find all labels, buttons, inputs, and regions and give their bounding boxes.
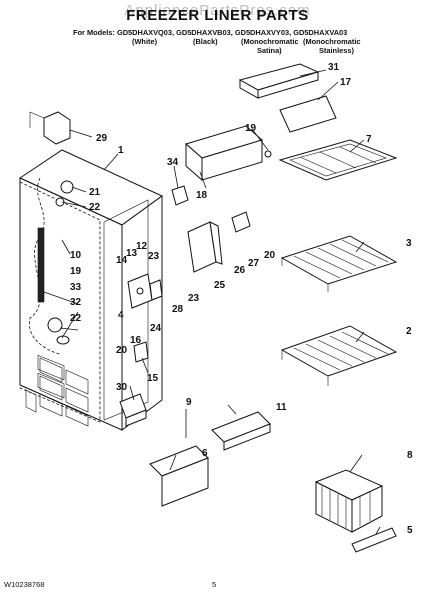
support-6 [149,445,209,507]
callout-16: 16 [130,335,142,346]
shelf-7 [278,139,398,181]
model-4: GD5DHAXVA03 [293,28,348,37]
thermostat-12 [127,273,153,309]
callout-33: 33 [70,282,82,293]
callout-24: 24 [150,323,162,334]
model-2: GD5DHAXVB03, [176,28,233,37]
callout-29: 29 [96,133,108,144]
callout-6: 6 [202,448,208,459]
support-11 [211,411,271,451]
callout-2: 2 [406,326,412,337]
callout-12: 12 [136,241,148,252]
switch-26 [231,211,251,233]
bulb-22-top [55,197,65,207]
basket-8 [314,469,384,533]
fan-motor-bracket-29 [29,111,71,145]
callout-9: 9 [186,397,192,408]
callout-19-top: 19 [245,123,257,134]
callout-3: 3 [406,238,412,249]
watermark: AppliancePartsPros.com [124,2,311,19]
callout-19-mid: 19 [70,266,82,277]
bulb-22-bottom [56,335,70,345]
callout-18: 18 [196,190,208,201]
page-number: 5 [212,580,217,589]
callout-21: 21 [89,187,101,198]
clip-34 [171,185,189,206]
models-prefix: For Models: [73,28,115,37]
control-bracket-25 [187,221,223,273]
callout-5: 5 [407,525,413,536]
lens-17 [279,95,337,133]
trim-5 [351,527,397,553]
callout-1: 1 [118,145,124,156]
light-socket-21 [60,180,74,194]
page-title: FREEZER LINER PARTS [126,7,309,24]
callout-10: 10 [70,250,82,261]
model-3: GD5DHAXVY03, [234,28,292,37]
variant-black: (Black) [193,37,218,46]
shelf-3 [280,235,398,292]
callout-13: 13 [126,248,138,259]
callout-27: 27 [248,258,260,269]
variant-satina-line2: Satina) [257,46,282,55]
freezer-liner-part-1 [18,149,163,431]
callout-22-top: 22 [89,202,101,213]
leader-lines [43,69,381,535]
model-1: GD5DHAXVQ03, [116,28,175,37]
model-list: For Models: GD5DHAXVQ03, GD5DHAXVB03, GD… [73,28,347,37]
callout-8: 8 [407,450,413,461]
callout-20-right: 20 [264,250,276,261]
heater-strip-33 [37,227,45,303]
callout-23-top: 23 [148,251,160,262]
knob-24 [149,279,163,301]
variant-mono-satina: (Monochromatic [241,37,299,46]
callout-15: 15 [147,373,159,384]
shelf-2 [280,325,398,386]
bracket-15 [133,341,149,363]
callout-31: 31 [328,62,340,73]
callout-11: 11 [276,402,287,413]
doc-number: W10238768 [4,580,45,589]
variant-white: (White) [132,37,158,46]
variant-mono-stainless: (Monochromatic [303,37,361,46]
callout-numbers: 31 17 29 1 19 7 34 21 22 18 10 19 13 12 … [70,62,413,536]
callout-14: 14 [116,255,128,266]
callout-20-left: 20 [116,345,128,356]
screw-19 [264,150,272,158]
callout-17: 17 [340,77,352,88]
callout-30: 30 [116,382,128,393]
callout-22-bottom: 22 [70,313,82,324]
callout-26: 26 [234,265,246,276]
callout-32: 32 [70,297,82,308]
callout-4: 4 [118,310,124,321]
callout-34: 34 [167,157,179,168]
callout-28: 28 [172,304,184,315]
wire-harness [29,177,61,355]
bracket-31 [238,63,320,99]
light-socket-32 [47,317,63,333]
callout-25: 25 [214,280,226,291]
callout-23-bottom: 23 [188,293,200,304]
variant-stainless-line2: Stainless) [319,46,354,55]
callout-7: 7 [366,134,372,145]
duct-18 [184,125,264,182]
